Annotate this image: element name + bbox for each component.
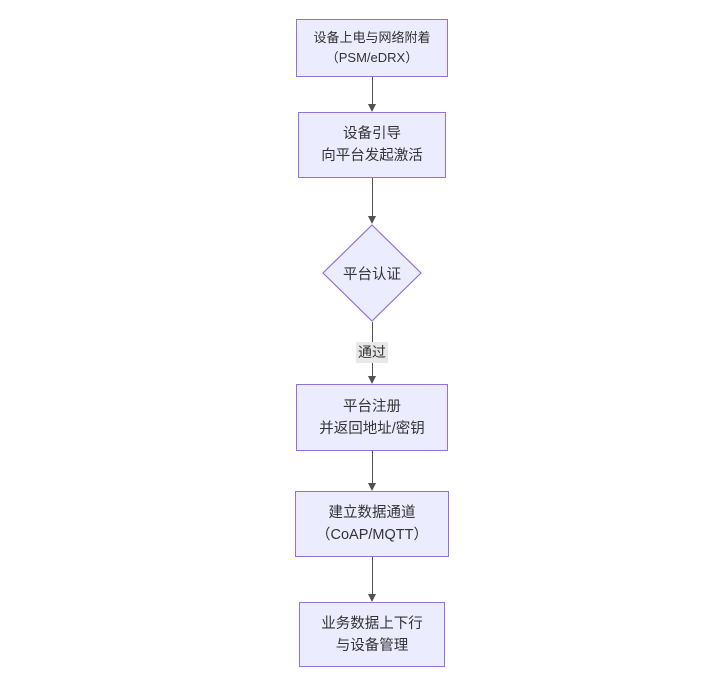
node-label-line: 与设备管理 (335, 637, 409, 654)
node-platform-register: 平台注册 并返回地址/密钥 (296, 384, 448, 451)
node-label-line: 设备上电与网络附着 (313, 30, 431, 45)
edge-label-pass: 通过 (356, 342, 388, 363)
node-label-line: 业务数据上下行 (321, 615, 423, 632)
node-bootstrap: 设备引导 向平台发起激活 (298, 112, 446, 178)
node-label-line: （CoAP/MQTT） (316, 527, 428, 543)
node-label-line: （PSM/eDRX） (325, 50, 419, 65)
diamond-shape (322, 224, 422, 322)
node-label-line: 平台认证 (343, 266, 401, 283)
arrow-channel-to-business (367, 557, 376, 602)
node-business-data: 业务数据上下行 与设备管理 (299, 602, 445, 667)
arrow-register-to-channel (367, 451, 376, 491)
node-label-line: 向平台发起激活 (321, 148, 423, 164)
node-data-channel: 建立数据通道 （CoAP/MQTT） (295, 491, 449, 557)
node-platform-auth-decision: 平台认证 (322, 224, 422, 322)
arrow-bootstrap-to-auth (367, 178, 376, 224)
node-label-line: 建立数据通道 (328, 505, 416, 521)
node-power-attach: 设备上电与网络附着 （PSM/eDRX） (296, 19, 448, 77)
node-label-line: 并返回地址/密钥 (319, 420, 425, 437)
node-label-line: 设备引导 (343, 126, 401, 142)
node-label-line: 平台注册 (343, 398, 401, 415)
arrow-power-to-bootstrap (367, 77, 376, 112)
